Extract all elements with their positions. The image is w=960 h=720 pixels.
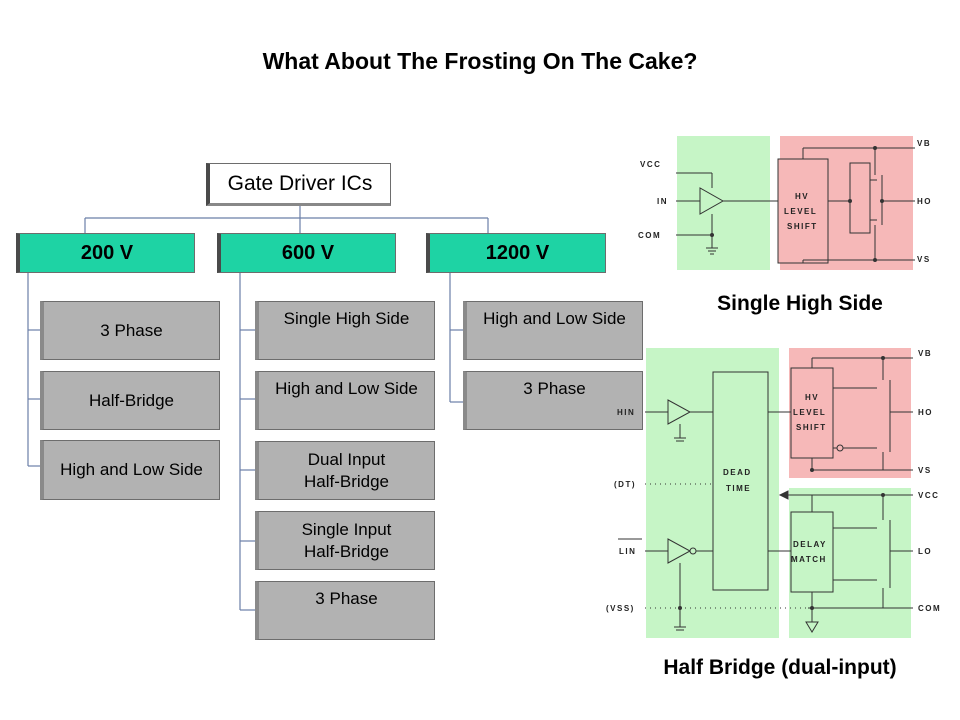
delay-match-block [790,511,834,593]
pin-vb: VB [918,349,932,358]
pin-com: COM [638,231,661,240]
schematic-single-high-side: VCC IN COM VB HO VS HV LEVEL SHIFT [638,136,932,270]
lin-buffer-icon [667,538,692,564]
pin-com: COM [918,604,941,613]
hv-level-shift-block [790,367,834,459]
level-shift-label-1: HV [805,393,819,402]
dead-time-label-1: DEAD [723,468,752,477]
level-shift-label-2: LEVEL [793,408,826,417]
pin-ho: HO [917,197,932,206]
pin-in: IN [657,197,668,206]
level-shift-label-2: LEVEL [784,207,817,216]
group-600v: 600 V [217,233,396,273]
page-title: What About The Frosting On The Cake? [262,48,698,74]
pin-ho: HO [918,408,933,417]
pin-vss: (VSS) [606,604,635,613]
group-1200v: 1200 V [426,233,606,273]
caption-single-high-side: Single High Side [717,292,883,315]
pin-vs: VS [918,466,932,475]
item-600v-single-input-half-bridge: Single Input Half-Bridge [255,511,435,570]
item-1200v-high-low-side: High and Low Side [463,301,643,360]
item-1200v-3-phase: 3 Phase [463,371,643,430]
pin-dt: (DT) [614,480,636,489]
dead-time-label-2: TIME [726,484,751,493]
root-node: Gate Driver ICs [206,163,391,206]
level-shift-label-3: SHIFT [796,423,827,432]
input-buffer-icon [699,187,725,215]
item-200v-half-bridge: Half-Bridge [40,371,220,430]
pin-vb: VB [917,139,931,148]
hin-buffer-icon [667,399,692,425]
item-600v-high-low-side: High and Low Side [255,371,435,430]
pin-vcc: VCC [640,160,661,169]
item-200v-high-low-side: High and Low Side [40,440,220,500]
pin-vs: VS [917,255,931,264]
level-shift-label-3: SHIFT [787,222,818,231]
delay-match-label-2: MATCH [791,555,827,564]
pin-lo: LO [918,547,932,556]
item-200v-3-phase: 3 Phase [40,301,220,360]
item-600v-single-high-side: Single High Side [255,301,435,360]
schematic-half-bridge: HIN (DT) LIN (VSS) VB HO VS VCC LO COM D… [606,348,941,638]
pin-lin: LIN [619,547,636,556]
low-voltage-region [677,136,770,270]
caption-half-bridge: Half Bridge (dual-input) [663,656,897,679]
item-600v-3-phase: 3 Phase [255,581,435,640]
item-600v-dual-input-half-bridge: Dual Input Half-Bridge [255,441,435,500]
pin-hin: HIN [617,408,635,417]
group-200v: 200 V [16,233,195,273]
delay-match-label-1: DELAY [793,540,827,549]
pin-vcc: VCC [918,491,939,500]
level-shift-label-1: HV [795,192,809,201]
dead-time-block [712,371,769,591]
